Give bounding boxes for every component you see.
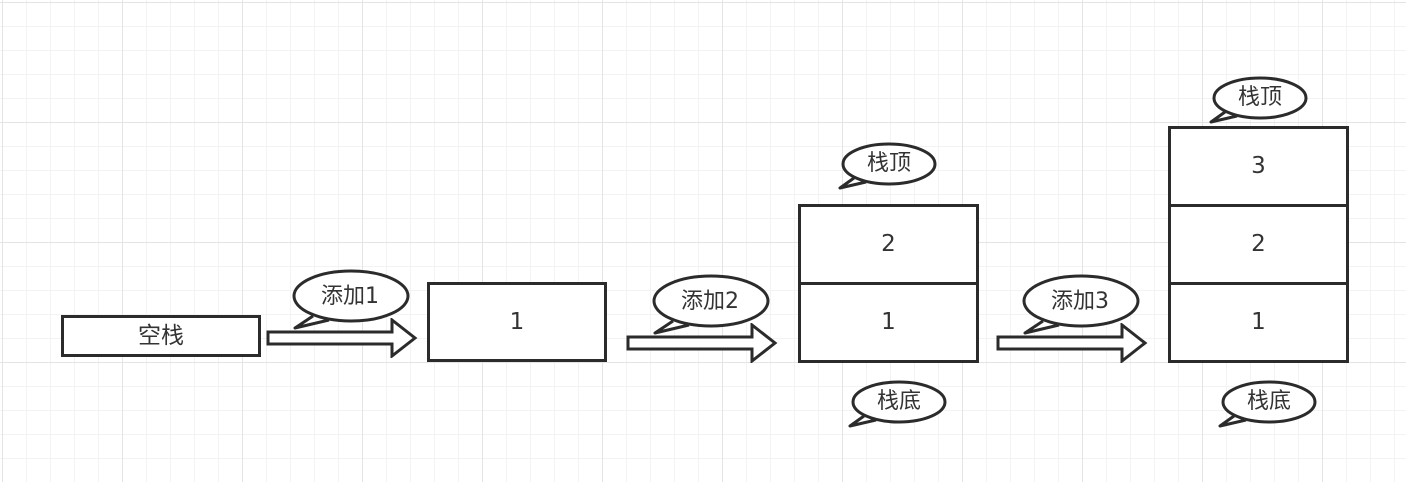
step-label: 添加2 bbox=[681, 289, 739, 314]
arrow-right-icon bbox=[996, 323, 1148, 363]
cell-value: 1 bbox=[1251, 309, 1266, 335]
step-label: 添加3 bbox=[1051, 289, 1109, 314]
stack-cell: 1 bbox=[427, 282, 607, 362]
speech-bubble-icon bbox=[1218, 380, 1317, 428]
empty-stack-box: 空栈 bbox=[61, 315, 261, 357]
speech-bubble-icon bbox=[838, 142, 937, 190]
step-label: 添加1 bbox=[321, 284, 379, 309]
stack-cell: 2 bbox=[1168, 204, 1349, 285]
stack-cell-top: 3 bbox=[1168, 126, 1349, 207]
speech-bubble-icon bbox=[652, 274, 770, 335]
stack-bottom-label: 栈底 bbox=[1246, 389, 1292, 414]
speech-bubble-icon bbox=[1209, 76, 1308, 124]
speech-bubble-icon bbox=[292, 269, 410, 330]
speech-bubble-icon bbox=[848, 380, 947, 428]
cell-value: 2 bbox=[881, 231, 896, 257]
cell-value: 1 bbox=[881, 309, 896, 335]
stack-top-label: 栈顶 bbox=[1237, 85, 1283, 110]
arrow-right-icon bbox=[266, 318, 418, 358]
stack-cell-top: 2 bbox=[798, 204, 979, 285]
speech-bubble-icon bbox=[1022, 274, 1140, 335]
stack-bottom-label: 栈底 bbox=[876, 389, 922, 414]
empty-stack-label: 空栈 bbox=[138, 322, 184, 349]
cell-value: 2 bbox=[1251, 231, 1266, 257]
arrow-right-icon bbox=[626, 323, 778, 363]
stack-cell: 1 bbox=[1168, 282, 1349, 363]
stack-cell: 1 bbox=[798, 282, 979, 363]
cell-value: 3 bbox=[1251, 153, 1266, 179]
cell-value: 1 bbox=[509, 308, 525, 335]
stack-top-label: 栈顶 bbox=[866, 151, 912, 176]
